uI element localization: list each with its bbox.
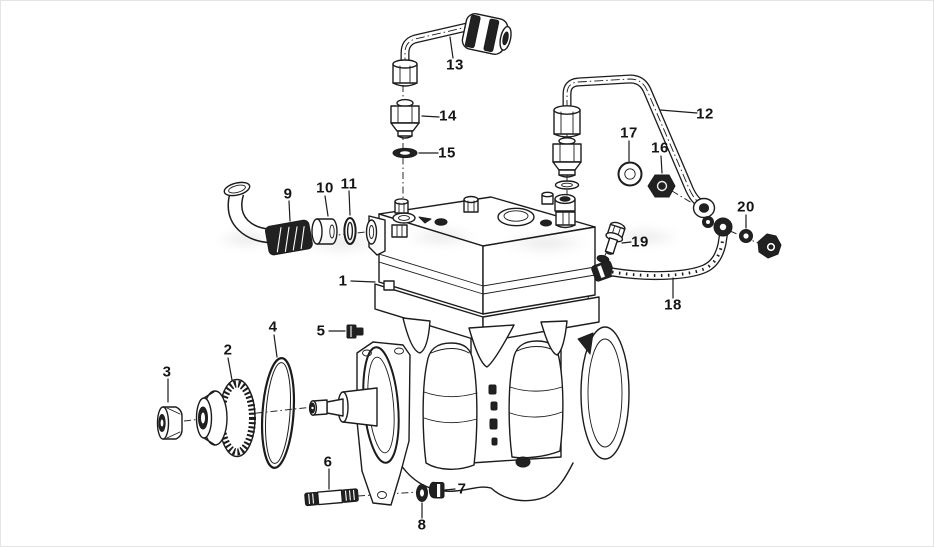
callout-3[interactable]: 3 [162,363,172,381]
callout-14[interactable]: 14 [439,107,457,125]
mounting-flange [356,341,411,506]
part-10-nut [311,218,338,245]
pipe-12-washer [554,180,580,190]
part-9-elbow-hose [223,181,313,256]
head-top-hardware [391,191,576,238]
leader-lines [167,36,747,519]
callout-18[interactable]: 18 [664,296,682,314]
compressor-head [365,191,600,368]
callout-7[interactable]: 7 [457,480,467,498]
callout-5[interactable]: 5 [316,322,326,340]
callout-2[interactable]: 2 [223,341,233,359]
callout-8[interactable]: 8 [417,516,427,534]
head-nut-left [391,224,408,238]
part-5-bolt [346,324,364,339]
callout-13[interactable]: 13 [446,56,464,74]
shaft-stamp-marks [488,384,498,446]
pipe-13-nut [392,59,418,87]
callout-1[interactable]: 1 [338,272,348,290]
callout-9[interactable]: 9 [283,185,293,203]
part-12-pipe [553,74,716,219]
part-11-oring [343,217,357,245]
pipe-13-end-fitting [461,13,512,55]
end-fitting [757,233,782,259]
callout-19[interactable]: 19 [631,233,649,251]
head-cap-small-left [434,218,448,226]
pipe-12-end-nut [692,197,716,219]
part-7-nut [428,481,445,499]
head-cap-small-right [540,219,552,227]
part-16-nut [647,174,676,198]
head-inlet-port [365,215,386,256]
pipe-12-fitting [552,137,582,178]
part-19-bolt [596,221,626,264]
part-17-ring [617,161,643,187]
part-8-washer [416,484,428,502]
hose-18-elbow [591,260,615,282]
part-4-oring [260,357,296,469]
callout-6[interactable]: 6 [323,453,333,471]
part-2-gear [195,378,256,458]
pipe-12-nut [553,105,581,138]
compressor-crankcase [400,324,630,502]
crankshaft-stub [308,387,378,427]
callout-12[interactable]: 12 [696,105,714,123]
part-15-washer [392,147,418,159]
part-14-fitting [390,98,420,139]
callout-15[interactable]: 15 [438,144,456,162]
callout-16[interactable]: 16 [651,139,669,157]
head-seam-bolt [383,280,395,291]
callout-10[interactable]: 10 [316,179,334,197]
callout-17[interactable]: 17 [620,124,638,142]
callout-20[interactable]: 20 [737,198,755,216]
callout-11[interactable]: 11 [340,175,358,193]
part-18-hose [591,216,733,282]
part-3-nut [156,406,183,440]
callout-4[interactable]: 4 [268,318,278,336]
part-20-washer [739,229,753,243]
head-discharge-boss [554,193,576,229]
part-13-pipe [392,13,512,87]
part-6-stud [304,488,359,507]
